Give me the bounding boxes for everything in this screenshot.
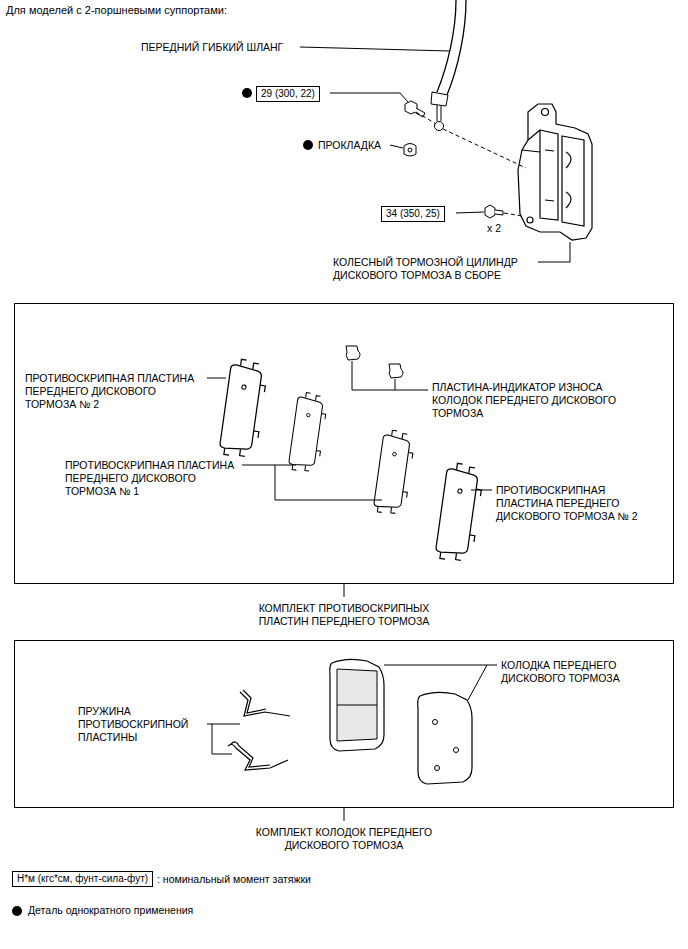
leader-line [242, 465, 382, 500]
assembly-line [416, 112, 526, 216]
wear-indicator [389, 364, 403, 378]
part-label: x 2 [487, 222, 501, 235]
label-slot: ПЕРЕДНИЙ ГИБКИЙ ШЛАНГ [141, 41, 283, 54]
bolt-shank [414, 108, 425, 117]
legend-item: Деталь однократного применения [12, 904, 193, 917]
label-slot: КОЛОДКА ПЕРЕДНЕГО ДИСКОВОГО ТОРМОЗА [501, 659, 646, 685]
frame-tick [342, 808, 346, 822]
page-title: Для моделей с 2-поршневыми суппортами: [6, 4, 227, 17]
label-slot: КОЛЕСНЫЙ ТОРМОЗНОЙ ЦИЛИНДР ДИСКОВОГО ТОР… [333, 256, 533, 282]
hose-fitting [431, 92, 448, 106]
single-use-dot [303, 140, 313, 150]
torque-box: 29 (300, 22) [256, 86, 320, 102]
label-slot: ПРУЖИНА ПРОТИВОСКРИПНОЙ ПЛАСТИНЫ [78, 705, 203, 744]
leader-line [207, 378, 226, 379]
gasket [404, 144, 416, 157]
label-slot: x 2 [487, 222, 501, 235]
leader-line [456, 212, 484, 213]
gasket-hole [408, 148, 412, 152]
caliper-hole [542, 109, 549, 116]
legend-swatch [12, 906, 22, 916]
anti-squeal-shim [288, 392, 328, 474]
caliper-body [518, 104, 592, 240]
part-label: : номинальный момент затяжки [157, 873, 311, 886]
leader-line [538, 242, 570, 262]
hose-tube [437, 105, 441, 121]
pad-hole [433, 720, 438, 725]
part-label: ПЕРЕДНИЙ ГИБКИЙ ШЛАНГ [141, 41, 283, 54]
frame-tick-line [344, 808, 345, 821]
label-slot: ПРОТИВОСКРИПНАЯ ПЛАСТИНА ПЕРЕДНЕГО ДИСКО… [65, 459, 245, 498]
anti-squeal-shim [219, 358, 269, 459]
brake-hose [437, 0, 466, 95]
label-slot: ПЛАСТИНА-ИНДИКАТОР ИЗНОСА КОЛОДОК ПЕРЕДН… [432, 381, 642, 420]
pad-hole [454, 748, 459, 753]
pad-hole [435, 766, 440, 771]
caliper-bolt [485, 205, 495, 218]
label-slot: : номинальный момент затяжки [157, 873, 311, 886]
leader-line [352, 361, 428, 390]
kit-heading: КОМПЛЕКТ ПРОТИВОСКРИПНЫХ ПЛАСТИН ПЕРЕДНЕ… [238, 602, 450, 628]
caliper-details [522, 130, 584, 226]
part-label: ПРОТИВОСКРИПНАЯ ПЛАСТИНА ПЕРЕДНЕГО ДИСКО… [496, 484, 651, 523]
anti-squeal-shim [435, 462, 485, 563]
label-slot: ПРОТИВОСКРИПНАЯ ПЛАСТИНА ПЕРЕДНЕГО ДИСКО… [25, 372, 205, 411]
kit-frame: КОМПЛЕКТ КОЛОДОК ПЕРЕДНЕГО ДИСКОВОГО ТОР… [14, 640, 674, 852]
bolt-shank [495, 210, 503, 215]
leader-line [207, 724, 240, 754]
leader-line [471, 490, 492, 491]
leader-line [300, 47, 450, 51]
part-label: КОЛЕСНЫЙ ТОРМОЗНОЙ ЦИЛИНДР ДИСКОВОГО ТОР… [333, 256, 533, 282]
unit-box: Н*м (кгс*см, фунт-сила-фут) [12, 871, 153, 887]
part-label: ПЛАСТИНА-ИНДИКАТОР ИЗНОСА КОЛОДОК ПЕРЕДН… [432, 381, 642, 420]
anti-squeal-shim [373, 429, 416, 515]
part-label: ПРОТИВОСКРИПНАЯ ПЛАСТИНА ПЕРЕДНЕГО ДИСКО… [65, 459, 245, 498]
pad-spring [228, 742, 288, 770]
leader-line [384, 665, 497, 700]
pad-spring [240, 690, 290, 716]
frame-tick-line [344, 584, 345, 597]
torque-box: 34 (350, 25) [381, 206, 445, 222]
torque-value: 34 (350, 25) [386, 208, 440, 220]
leader-line [390, 145, 403, 148]
caliper-hole [527, 217, 533, 223]
pad-lining [337, 669, 377, 741]
part-label: КОЛОДКА ПЕРЕДНЕГО ДИСКОВОГО ТОРМОЗА [501, 659, 646, 685]
brake-pad [418, 692, 472, 784]
frame-border [14, 303, 674, 584]
label-slot: ПРОТИВОСКРИПНАЯ ПЛАСТИНА ПЕРЕДНЕГО ДИСКО… [496, 484, 651, 523]
pad-groove [337, 705, 377, 706]
banjo-eye [435, 122, 444, 131]
part-label: ПРУЖИНА ПРОТИВОСКРИПНОЙ ПЛАСТИНЫ [78, 705, 203, 744]
single-use-dot [242, 88, 252, 98]
legend-text: Деталь однократного применения [28, 904, 193, 917]
title-slot: Для моделей с 2-поршневыми суппортами: [6, 4, 227, 17]
caliper-illustration [518, 104, 592, 240]
brake-pad [330, 659, 384, 751]
kit-heading: КОМПЛЕКТ КОЛОДОК ПЕРЕДНЕГО ДИСКОВОГО ТОР… [238, 826, 450, 852]
label-slot: ПРОКЛАДКА [318, 139, 381, 152]
part-label: ПРОКЛАДКА [318, 139, 381, 152]
frame-tick [342, 584, 346, 598]
part-label: ПРОТИВОСКРИПНАЯ ПЛАСТИНА ПЕРЕДНЕГО ДИСКО… [25, 372, 205, 411]
wear-indicator [346, 346, 360, 360]
leader-line [330, 93, 408, 102]
torque-value: Н*м (кгс*см, фунт-сила-фут) [17, 873, 148, 885]
torque-value: 29 (300, 22) [261, 88, 315, 100]
